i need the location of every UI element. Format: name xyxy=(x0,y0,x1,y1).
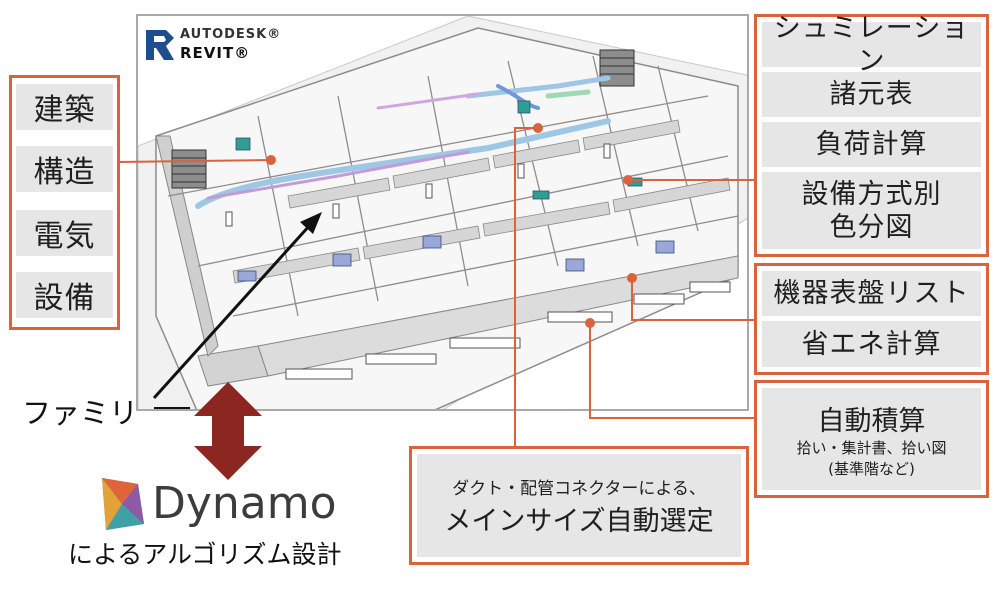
dynamo-subtitle: によるアルゴリズム設計 xyxy=(68,540,342,569)
family-pointer-line xyxy=(152,223,312,400)
auto-quantity-sub2: (基準階など) xyxy=(828,459,915,478)
discipline-architecture[interactable]: 建築 xyxy=(16,84,113,130)
family-label: ファミリ xyxy=(22,396,139,430)
revit-dynamo-arrow xyxy=(194,382,262,480)
dynamo-logo-icon xyxy=(102,478,144,530)
callout-dot-system-color xyxy=(623,175,633,185)
callout-dot-equipment xyxy=(627,273,637,283)
revit-model-viewport[interactable] xyxy=(136,14,749,411)
leader-duct-sizing xyxy=(514,127,538,446)
energy-saving-calc-item[interactable]: 省エネ計算 xyxy=(762,321,981,367)
autodesk-brand-text: AUTODESK® xyxy=(180,27,282,42)
system-color-map-line1: 設備方式別 xyxy=(801,178,942,210)
discipline-electrical[interactable]: 電気 xyxy=(16,210,113,256)
system-color-map-line2: 色分図 xyxy=(829,211,914,243)
duct-sizing-line1: ダクト・配管コネクターによる、 xyxy=(452,478,706,499)
equipment-list-item[interactable]: 機器表盤リスト xyxy=(762,271,981,316)
duct-sizing-line2: メインサイズ自動選定 xyxy=(444,505,714,537)
callout-dot-auto-quantity xyxy=(585,318,595,328)
revit-product-text: REVIT® xyxy=(180,44,251,62)
leader-disciplines xyxy=(119,159,271,163)
building-isometric-view xyxy=(138,16,747,409)
leader-auto-quantity xyxy=(589,323,754,419)
system-color-map-item[interactable]: 設備方式別 色分図 xyxy=(762,172,981,249)
callout-dot-duct-sizing xyxy=(533,123,543,133)
auto-quantity-title: 自動積算 xyxy=(817,405,926,437)
auto-quantity-item[interactable]: 自動積算 拾い・集計書、拾い図 (基準階など) xyxy=(762,388,981,490)
load-calc-item[interactable]: 負荷計算 xyxy=(762,122,981,167)
dynamo-title: Dynamo xyxy=(152,478,337,529)
spec-sheet-item[interactable]: 諸元表 xyxy=(762,72,981,117)
leader-equipment xyxy=(631,278,754,321)
duct-sizing-item[interactable]: ダクト・配管コネクターによる、 メインサイズ自動選定 xyxy=(417,454,741,557)
revit-logo-icon xyxy=(146,30,174,60)
discipline-structure[interactable]: 構造 xyxy=(16,146,113,192)
family-pointer-head xyxy=(300,212,322,234)
auto-quantity-sub1: 拾い・集計書、拾い図 xyxy=(796,438,947,457)
callout-dot-disciplines xyxy=(266,155,276,165)
discipline-mechanical[interactable]: 設備 xyxy=(16,272,113,318)
